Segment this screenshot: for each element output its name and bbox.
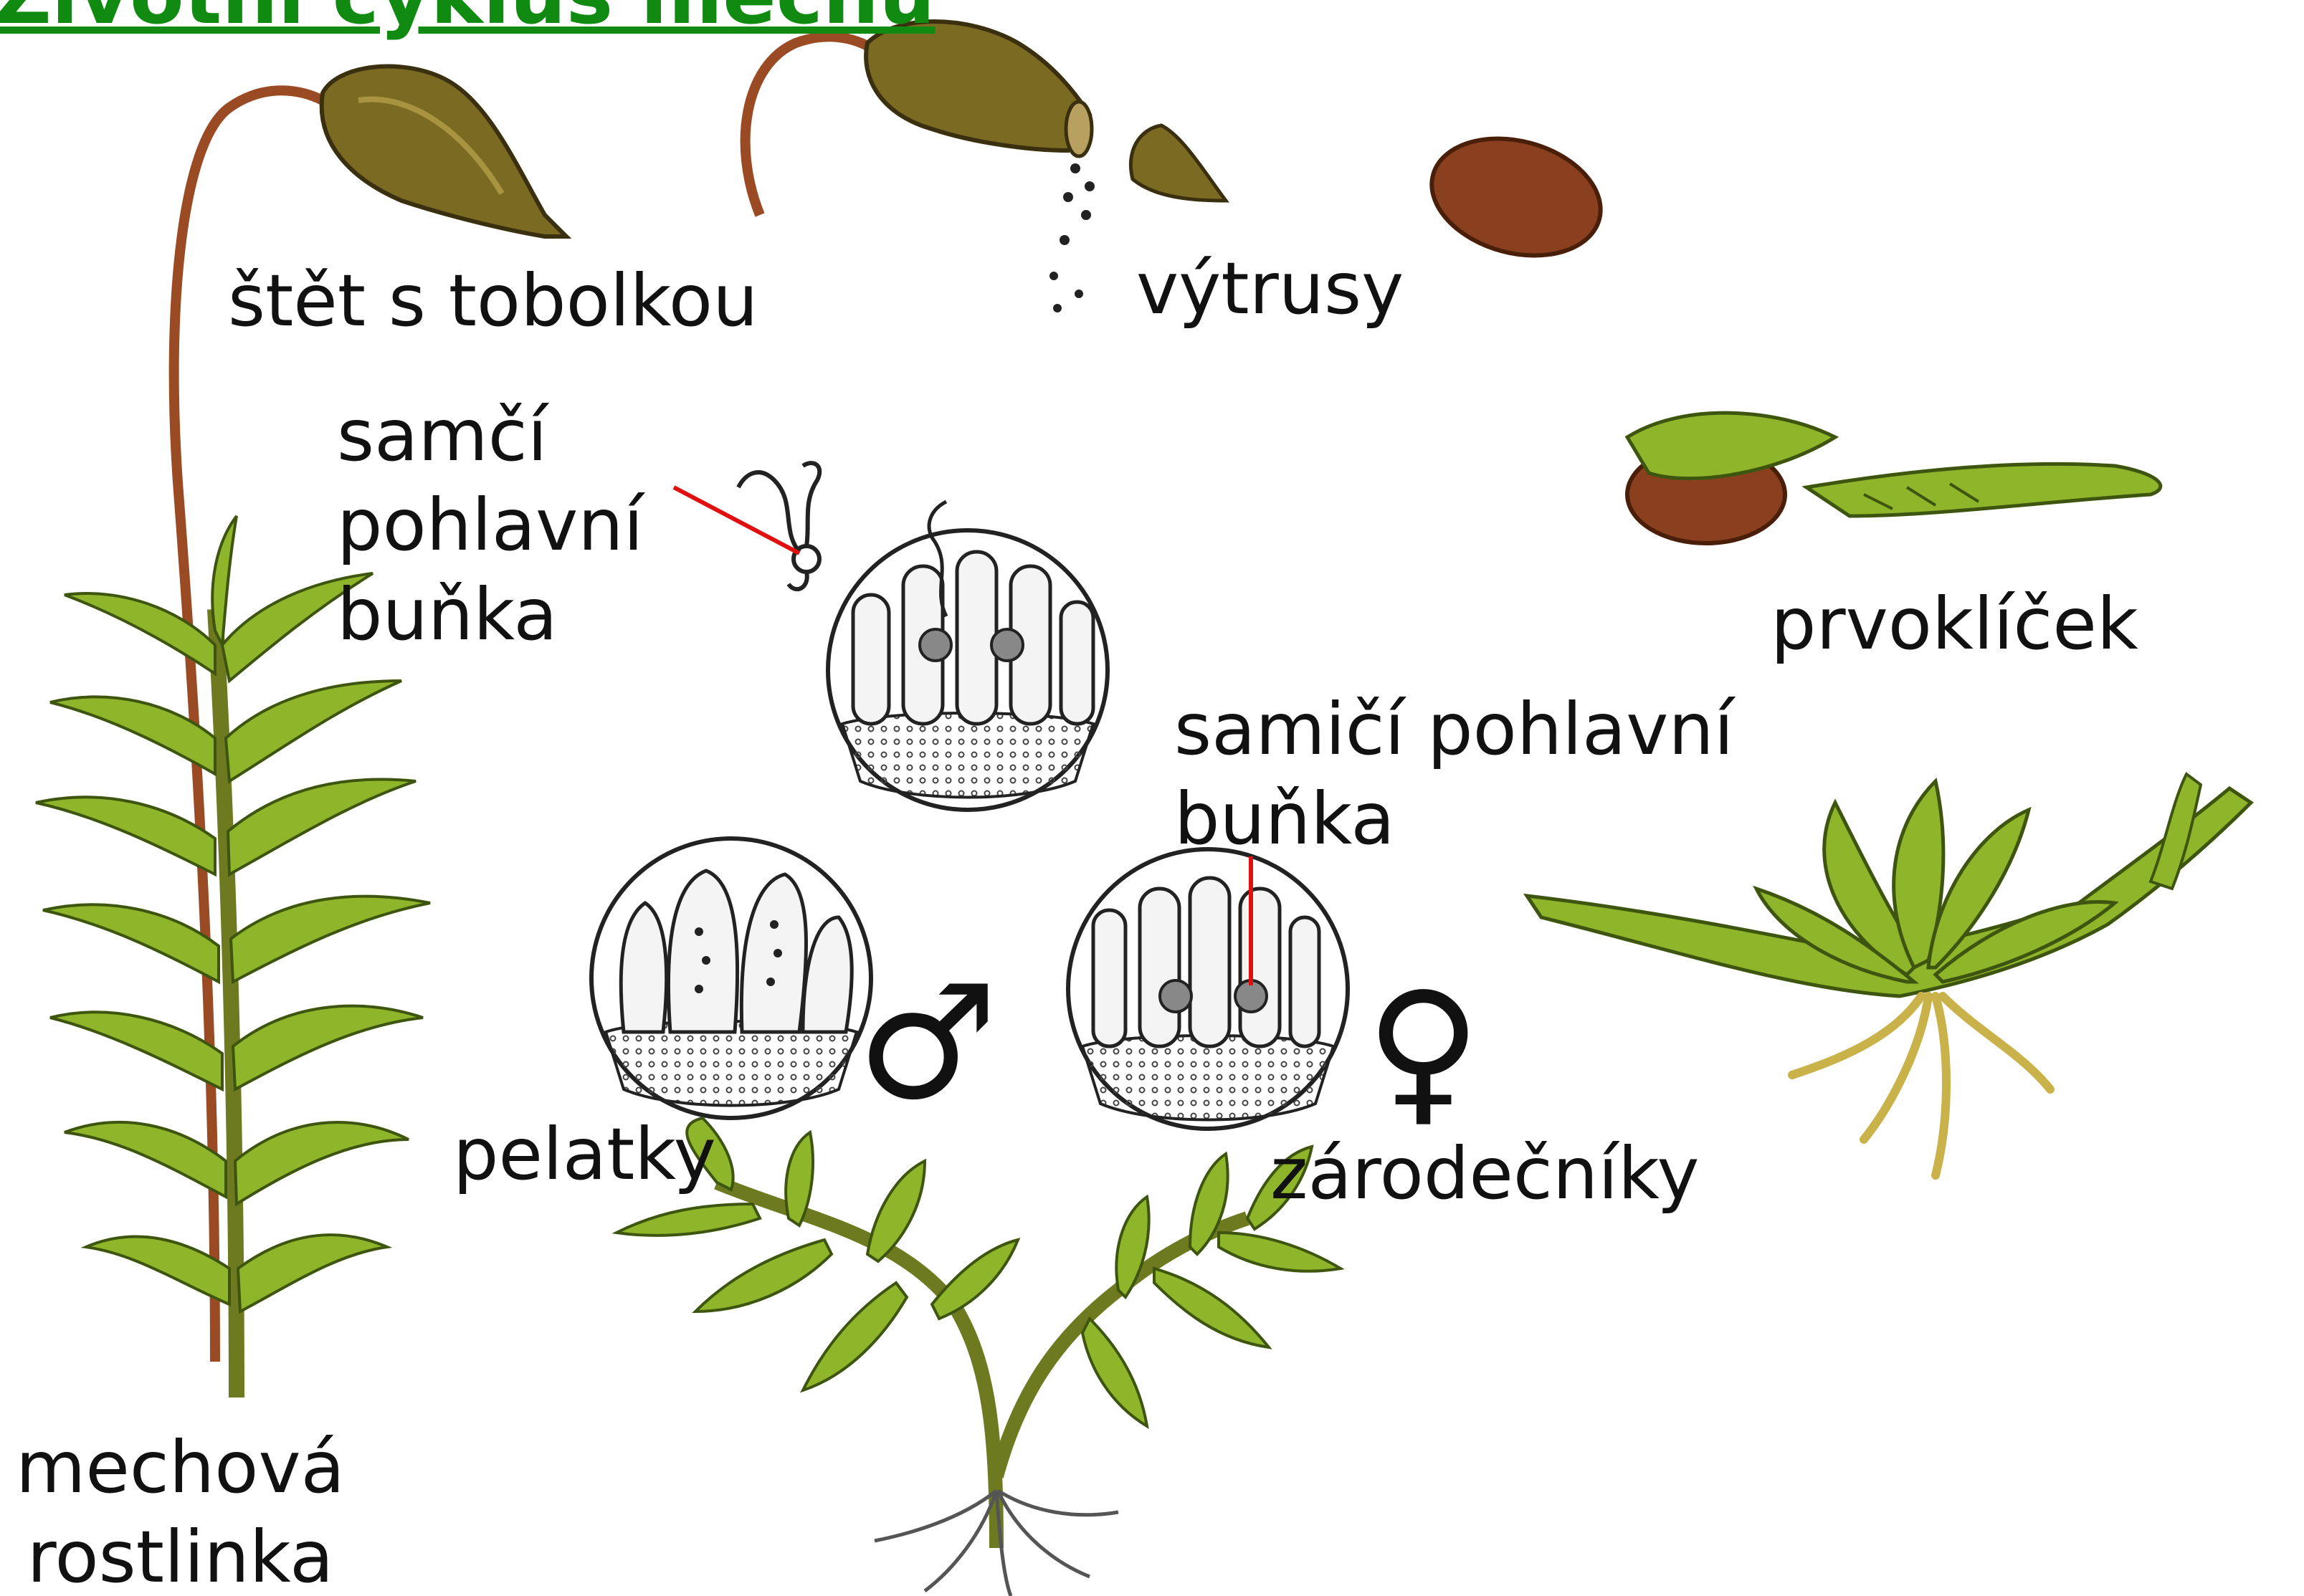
label-female-cell: samičí pohlavní buňka: [1174, 684, 1734, 864]
archegonia-circle: [1068, 849, 1348, 1129]
label-seta-capsule: štět s tobolkou: [228, 256, 758, 345]
spore: [1419, 121, 1614, 274]
label-antheridia: pelatky: [453, 1109, 716, 1199]
label-male-cell-line-2: pohlavní: [337, 480, 643, 570]
label-male-cell: samčí pohlavní buňka: [337, 391, 643, 659]
capsule-lid: [1130, 125, 1226, 201]
label-moss-plant-line-1: mechová: [16, 1423, 345, 1512]
label-male-cell-line-1: samčí: [337, 391, 643, 480]
young-moss-plant-bottom: [617, 1118, 1341, 1596]
pointer-male-gamete: [674, 487, 799, 553]
antheridium-release-circle: [828, 502, 1108, 810]
label-spores: výtrusy: [1136, 244, 1404, 333]
female-symbol: ♀: [1366, 971, 1481, 1129]
label-female-cell-line-2: buňka: [1174, 774, 1734, 864]
antheridia-circle: [591, 838, 871, 1118]
capsule-left: [322, 67, 566, 236]
protonema-illustration: [1627, 413, 2161, 543]
label-male-cell-line-3: buňka: [337, 570, 643, 659]
label-moss-plant: mechová rostlinka: [16, 1423, 345, 1596]
label-moss-plant-line-2: rostlinka: [16, 1512, 345, 1596]
label-archegonia: zárodečníky: [1270, 1129, 1700, 1218]
label-female-cell-line-1: samičí pohlavní: [1174, 684, 1734, 774]
male-symbol: ♂: [857, 964, 998, 1122]
label-protonema: prvoklíček: [1771, 579, 2138, 669]
page-title: Životní cyklus mechu: [0, 0, 936, 42]
spores-dots: [1049, 163, 1095, 312]
